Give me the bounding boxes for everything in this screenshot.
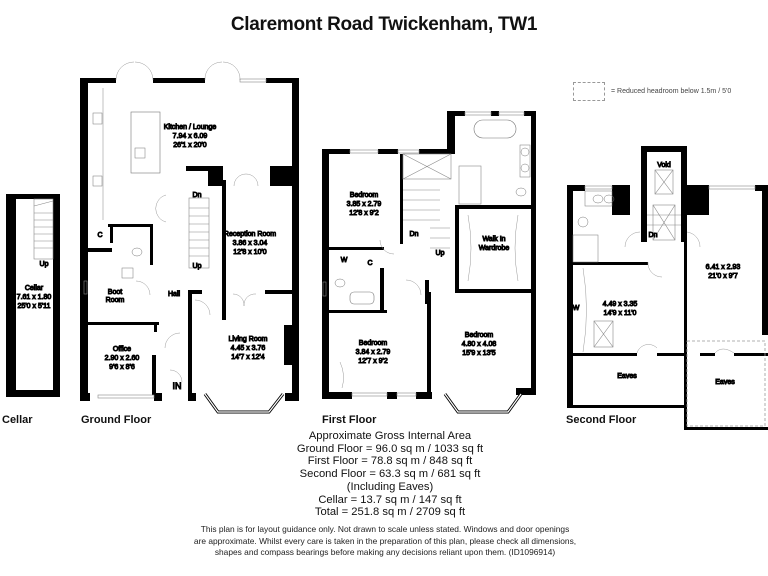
svg-text:14'9 x 11'0: 14'9 x 11'0 (604, 310, 637, 317)
floor-label-ground: Ground Floor (81, 414, 152, 426)
svg-text:21'0 x 9'7: 21'0 x 9'7 (708, 273, 738, 280)
svg-text:Bedroom: Bedroom (465, 332, 494, 339)
svg-text:Bedroom: Bedroom (359, 340, 388, 347)
legend: = Reduced headroom below 1.5m / 5'0 (573, 82, 731, 101)
first-floor-plan (322, 111, 536, 414)
svg-text:Dn: Dn (193, 192, 202, 199)
svg-text:Walk In: Walk In (482, 236, 505, 243)
floor-label-cellar: Cellar (2, 414, 33, 426)
svg-text:W: W (341, 257, 348, 264)
svg-text:C: C (97, 232, 102, 239)
svg-text:Reception Room: Reception Room (224, 231, 276, 238)
svg-text:Void: Void (657, 162, 671, 169)
svg-text:15'9 x 13'5: 15'9 x 13'5 (462, 350, 496, 357)
second-floor-plan (567, 146, 768, 430)
area-ground: Ground Floor = 96.0 sq m / 1033 sq ft (296, 442, 484, 455)
reduced-headroom-swatch (573, 82, 605, 101)
area-cellar: Cellar = 13.7 sq m / 147 sq ft (318, 493, 462, 506)
svg-text:9'6 x 8'6: 9'6 x 8'6 (109, 364, 135, 371)
svg-text:Dn: Dn (649, 232, 658, 239)
svg-text:Wardrobe: Wardrobe (479, 245, 510, 252)
svg-text:3.85 x 2.79: 3.85 x 2.79 (347, 201, 382, 208)
room-labels: Cellar 7.61 x 1.80 25'0 x 5'11 Up Kitche… (16, 124, 741, 392)
svg-text:Hall: Hall (168, 291, 181, 298)
gross-internal-area: Approximate Gross Internal Area Ground F… (250, 430, 530, 519)
svg-text:4.49 x 3.35: 4.49 x 3.35 (603, 301, 638, 308)
svg-text:3.86 x 3.04: 3.86 x 3.04 (233, 240, 268, 247)
svg-text:7.61 x 1.80: 7.61 x 1.80 (17, 294, 52, 301)
svg-text:Living Room: Living Room (229, 336, 268, 343)
svg-text:4.45 x 3.76: 4.45 x 3.76 (231, 345, 266, 352)
disclaimer-line: are approximate. Whilst every care is ta… (193, 535, 577, 546)
svg-text:26'1 x 20'0: 26'1 x 20'0 (173, 142, 207, 149)
svg-text:W: W (573, 305, 580, 312)
disclaimer: This plan is for layout guidance only. N… (150, 524, 620, 559)
svg-text:Up: Up (40, 261, 49, 268)
svg-text:Dn: Dn (410, 231, 419, 238)
svg-text:2.90 x 2.60: 2.90 x 2.60 (105, 355, 140, 362)
ground-floor-plan (80, 61, 299, 414)
svg-text:12'7 x 9'2: 12'7 x 9'2 (358, 358, 388, 365)
area-first: First Floor = 78.8 sq m / 848 sq ft (307, 455, 473, 468)
cellar-plan (6, 194, 60, 397)
svg-text:Up: Up (193, 263, 202, 270)
svg-text:Boot: Boot (108, 289, 122, 296)
svg-text:Kitchen / Lounge: Kitchen / Lounge (164, 124, 217, 131)
area-eaves-note: (Including Eaves) (346, 480, 434, 493)
svg-text:4.80 x 4.08: 4.80 x 4.08 (462, 341, 497, 348)
svg-text:7.94 x 6.09: 7.94 x 6.09 (173, 133, 208, 140)
plan-title: Claremont Road Twickenham, TW1 (230, 14, 538, 35)
svg-text:Bedroom: Bedroom (350, 192, 379, 199)
svg-text:25'0 x 5'11: 25'0 x 5'11 (18, 303, 51, 310)
svg-text:Eaves: Eaves (617, 373, 637, 380)
svg-text:IN: IN (173, 381, 182, 391)
svg-text:6.41 x 2.93: 6.41 x 2.93 (706, 264, 741, 271)
disclaimer-line: shapes and compass bearings before makin… (214, 547, 556, 557)
svg-text:C: C (367, 260, 372, 267)
floor-label-second: Second Floor (566, 414, 637, 426)
svg-text:Eaves: Eaves (715, 379, 735, 386)
svg-text:3.84 x 2.79: 3.84 x 2.79 (356, 349, 391, 356)
disclaimer-line: This plan is for layout guidance only. N… (200, 524, 570, 534)
svg-text:Room: Room (106, 297, 125, 304)
svg-text:Office: Office (113, 346, 131, 353)
svg-text:12'8 x 9'2: 12'8 x 9'2 (349, 210, 379, 217)
area-heading: Approximate Gross Internal Area (308, 430, 472, 442)
svg-text:12'8 x 10'0: 12'8 x 10'0 (233, 249, 267, 256)
area-total: Total = 251.8 sq m / 2709 sq ft (314, 506, 466, 519)
svg-text:Cellar: Cellar (25, 285, 44, 292)
area-second: Second Floor = 63.3 sq m / 681 sq ft (299, 468, 481, 481)
floor-label-first: First Floor (322, 414, 377, 426)
legend-text: = Reduced headroom below 1.5m / 5'0 (611, 88, 732, 95)
svg-text:14'7 x 12'4: 14'7 x 12'4 (231, 354, 265, 361)
svg-text:Up: Up (436, 250, 445, 257)
